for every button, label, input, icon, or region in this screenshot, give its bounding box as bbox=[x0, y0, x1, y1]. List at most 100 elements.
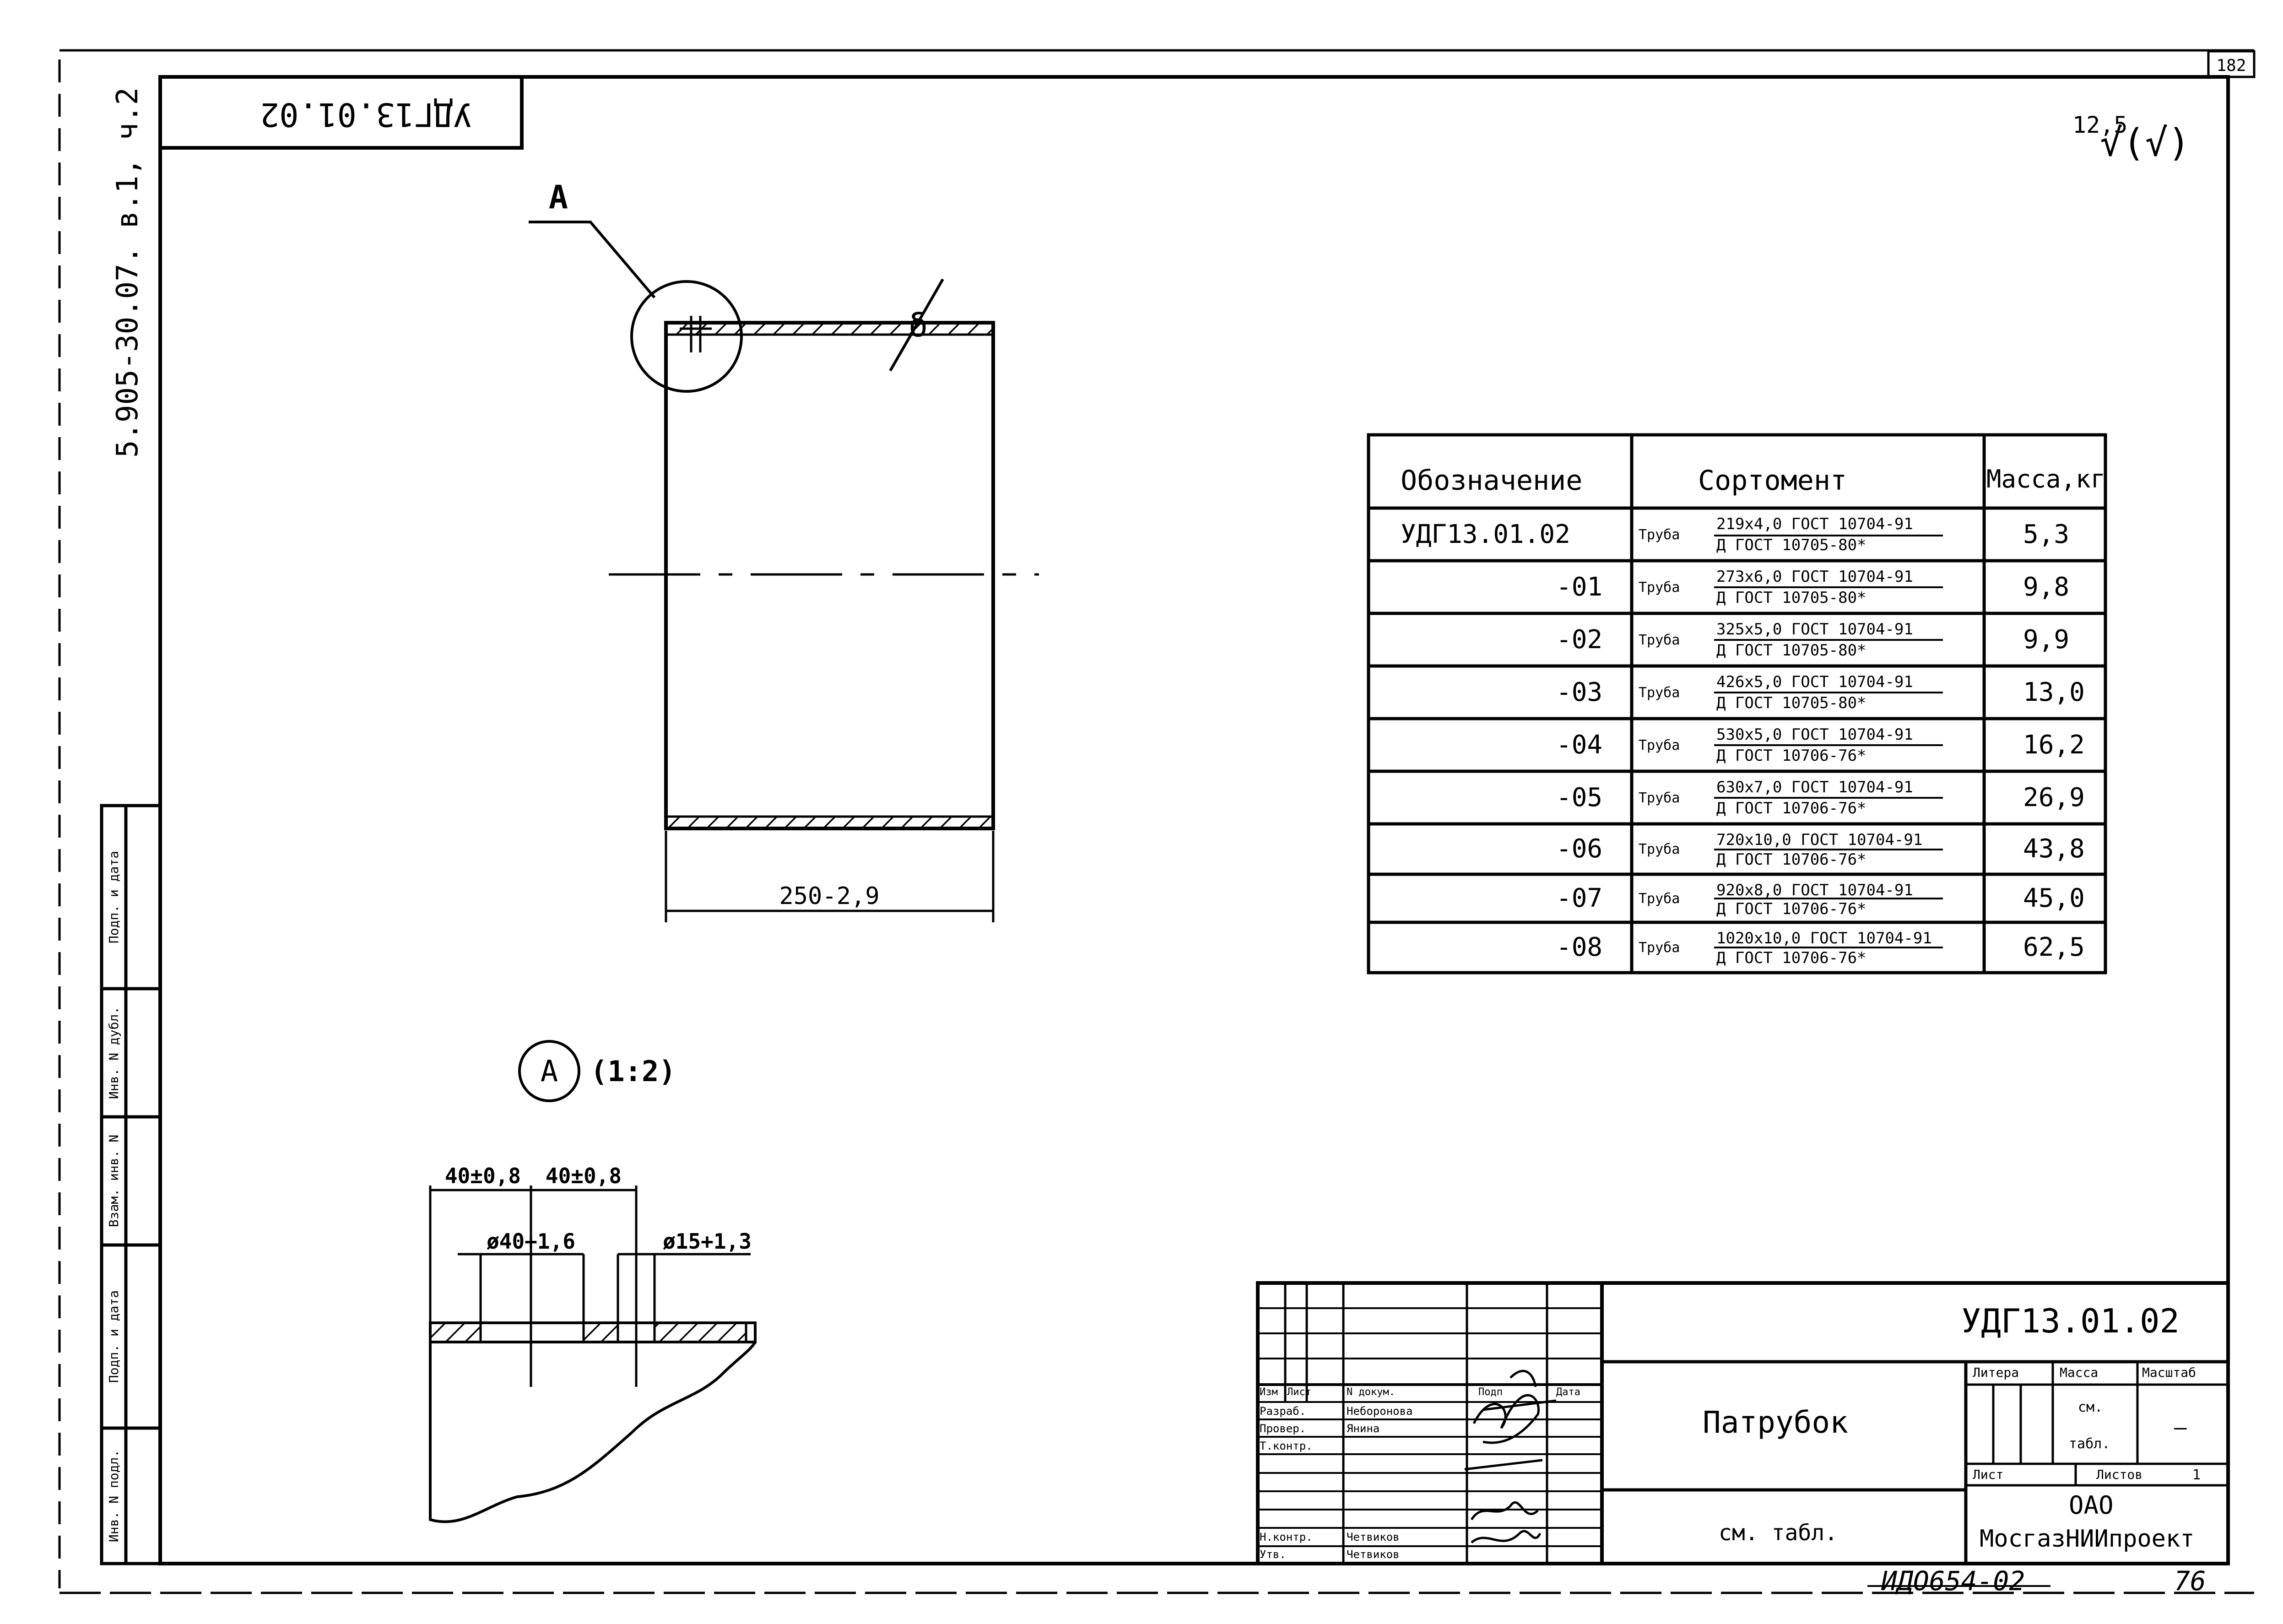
role-name: Четвиков bbox=[1347, 1531, 1400, 1543]
title-part-name: Патрубок bbox=[1703, 1405, 1848, 1440]
table-row-mass: 9,9 bbox=[2023, 624, 2070, 655]
sheets-value: 1 bbox=[2192, 1467, 2201, 1483]
table-row-kind: Труба bbox=[1639, 684, 1680, 701]
role-name: Янина bbox=[1347, 1422, 1380, 1435]
side-stamp-grid bbox=[100, 804, 162, 1565]
table-row-spec-bottom: Д ГОСТ 10705-80* bbox=[1716, 641, 1866, 660]
roughness-symbol: √(√) bbox=[2100, 121, 2190, 165]
header-date: Дата bbox=[1556, 1386, 1580, 1398]
table-row-code: -02 bbox=[1556, 624, 1603, 655]
archive-number: ИДО654-02 bbox=[1881, 1565, 2025, 1597]
litera-label: Литера bbox=[1973, 1365, 2019, 1380]
table-row-mass: 43,8 bbox=[2023, 834, 2085, 864]
rotated-designation: УДГ13.01.02 bbox=[260, 96, 472, 133]
detail-break-outline bbox=[429, 1341, 757, 1523]
side-stamp-label: Подп. и дата bbox=[106, 850, 121, 944]
side-stamp-label: Подп. и дата bbox=[106, 1290, 121, 1383]
table-row-kind: Труба bbox=[1639, 790, 1680, 806]
table-row-mass: 13,0 bbox=[2023, 677, 2085, 707]
table-header-mass: Масса,кг bbox=[1986, 465, 2106, 493]
table-row-spec-bottom: Д ГОСТ 10705-80* bbox=[1716, 536, 1866, 554]
role-label: Т.контр. bbox=[1260, 1440, 1313, 1452]
page-number: 76 bbox=[2174, 1565, 2206, 1597]
side-stamp-label: Инв. N дубл. bbox=[106, 1006, 121, 1099]
table-row-kind: Труба bbox=[1639, 940, 1680, 956]
table-row-kind: Труба bbox=[1639, 841, 1680, 857]
role-label: Утв. bbox=[1260, 1548, 1286, 1561]
rotated-designation-box bbox=[158, 75, 524, 150]
detail-hole-small: ø15+1,3 bbox=[663, 1229, 752, 1254]
length-dimension bbox=[665, 831, 995, 922]
roughness-value: 12,5 bbox=[2072, 112, 2127, 138]
table-row-mass: 45,0 bbox=[2023, 883, 2085, 913]
table-row-mass: 5,3 bbox=[2023, 519, 2070, 549]
table-row-code: УДГ13.01.02 bbox=[1401, 519, 1570, 549]
table-row-code: -01 bbox=[1556, 572, 1603, 602]
length-dimension-text: 250-2,9 bbox=[779, 882, 879, 910]
table-row-spec-bottom: Д ГОСТ 10706-76* bbox=[1716, 899, 1866, 918]
table-row-code: -07 bbox=[1556, 883, 1603, 913]
detail-hole-large: ø40+1,6 bbox=[487, 1229, 575, 1254]
table-row-spec-top: 630х7,0 ГОСТ 10704-91 bbox=[1716, 778, 1913, 796]
table-row-spec-top: 920х8,0 ГОСТ 10704-91 bbox=[1716, 881, 1913, 899]
mass-value: см. bbox=[2078, 1399, 2103, 1415]
table-row-spec-bottom: Д ГОСТ 10705-80* bbox=[1716, 693, 1866, 712]
table-row-spec-top: 273х6,0 ГОСТ 10704-91 bbox=[1716, 568, 1913, 586]
series-designation: 5.905-30.07. в.1, ч.2 bbox=[111, 87, 145, 458]
table-row-kind: Труба bbox=[1639, 737, 1680, 753]
table-row-mass: 9,8 bbox=[2023, 572, 2070, 602]
org-line-1: ОАО bbox=[2069, 1491, 2114, 1520]
table-row-spec-top: 219х4,0 ГОСТ 10704-91 bbox=[1716, 515, 1913, 533]
role-label: Разраб. bbox=[1260, 1405, 1306, 1418]
mass-label: Масса bbox=[2060, 1365, 2099, 1380]
table-row-kind: Труба bbox=[1639, 632, 1680, 648]
signature-scribbles bbox=[1464, 1370, 1557, 1543]
table-row-code: -06 bbox=[1556, 834, 1603, 864]
table-row-spec-bottom: Д ГОСТ 10706-76* bbox=[1716, 949, 1866, 967]
mass-value-table: табл. bbox=[2069, 1436, 2110, 1452]
table-row-mass: 16,2 bbox=[2023, 730, 2085, 760]
variants-table-fraction-lines bbox=[1714, 535, 1943, 948]
role-name: Четвиков bbox=[1347, 1548, 1400, 1561]
table-row-code: -04 bbox=[1556, 730, 1603, 760]
wall-thickness-symbol: δ bbox=[909, 307, 928, 344]
detail-letter: А bbox=[541, 1055, 558, 1088]
detail-a-circle bbox=[630, 280, 743, 393]
sheets-label: Листов bbox=[2096, 1467, 2143, 1482]
table-row-kind: Труба bbox=[1639, 890, 1680, 907]
sheet-number: 182 bbox=[2216, 56, 2246, 75]
detail-a-leader bbox=[529, 221, 656, 298]
pipe-wall-top bbox=[665, 321, 995, 336]
header-doc: N докум. bbox=[1347, 1386, 1395, 1398]
pipe-main-view: δ bbox=[529, 221, 1039, 830]
table-row-mass: 62,5 bbox=[2023, 932, 2085, 962]
detail-spacing-left: 40±0,8 bbox=[445, 1164, 521, 1188]
org-line-2: МосгазНИИпроект bbox=[1980, 1525, 2195, 1553]
role-label: Провер. bbox=[1260, 1422, 1306, 1435]
detail-scale: (1:2) bbox=[590, 1055, 676, 1088]
pipe-wall-bottom bbox=[665, 815, 995, 830]
table-row-code: -08 bbox=[1556, 932, 1603, 962]
table-row-spec-bottom: Д ГОСТ 10706-76* bbox=[1716, 799, 1866, 817]
detail-view bbox=[429, 1186, 757, 1523]
table-row-code: -05 bbox=[1556, 782, 1603, 812]
table-row-spec-top: 720х10,0 ГОСТ 10704-91 bbox=[1716, 831, 1923, 849]
role-label: Н.контр. bbox=[1260, 1531, 1313, 1543]
role-name: Неборонова bbox=[1347, 1405, 1413, 1418]
sheet-label: Лист bbox=[1973, 1467, 2004, 1482]
scale-value: – bbox=[2174, 1415, 2187, 1440]
table-row-spec-top: 325х5,0 ГОСТ 10704-91 bbox=[1716, 620, 1913, 639]
table-row-spec-bottom: Д ГОСТ 10706-76* bbox=[1716, 746, 1866, 765]
detail-spacing-right: 40±0,8 bbox=[546, 1164, 622, 1188]
detail-label-circle bbox=[518, 1040, 580, 1102]
title-material: см. табл. bbox=[1719, 1520, 1838, 1546]
table-row-spec-top: 1020х10,0 ГОСТ 10704-91 bbox=[1716, 929, 1932, 947]
scale-label: Масштаб bbox=[2142, 1365, 2196, 1380]
title-designation: УДГ13.01.02 bbox=[1961, 1302, 2180, 1340]
side-stamp-label: Инв. N подл. bbox=[106, 1449, 121, 1543]
table-row-kind: Труба bbox=[1639, 579, 1680, 595]
variants-table-grid bbox=[1367, 433, 2107, 974]
table-row-mass: 26,9 bbox=[2023, 782, 2085, 812]
table-row-spec-top: 530х5,0 ГОСТ 10704-91 bbox=[1716, 725, 1913, 744]
